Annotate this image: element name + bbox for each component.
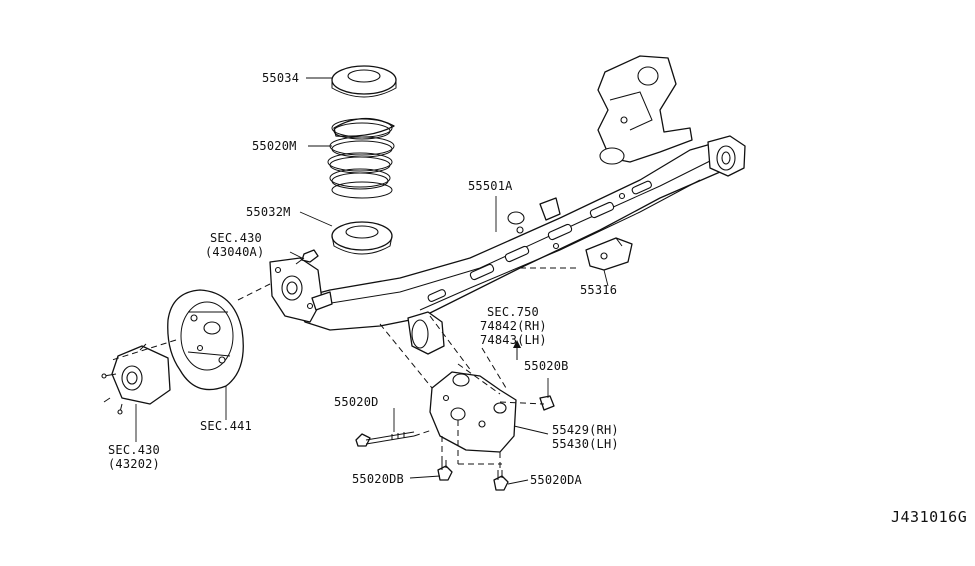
label-55020D: 55020D <box>334 395 379 409</box>
bolt-55020D <box>355 431 415 447</box>
arrow-sec750 <box>513 340 521 360</box>
right-trailing-arm <box>597 55 693 165</box>
label-55032M: 55032M <box>246 205 291 219</box>
coil-spring-55020M <box>327 117 395 199</box>
label-sec430-hub-1: SEC.430 <box>108 443 160 457</box>
backing-plate-sec441 <box>167 289 244 391</box>
bolt-55020DB <box>437 460 453 481</box>
label-sec750-1: SEC.750 <box>487 305 539 319</box>
label-sec750-2: 74842(RH) <box>480 319 547 333</box>
bolt-55020B <box>539 395 555 411</box>
label-55020M: 55020M <box>252 139 297 153</box>
label-55020B: 55020B <box>524 359 569 373</box>
label-55501A: 55501A <box>468 179 513 193</box>
label-sec441: SEC.441 <box>200 419 252 433</box>
label-55020DB: 55020DB <box>352 472 404 486</box>
label-sec750-3: 74843(LH) <box>480 333 547 347</box>
bracket-55316 <box>585 237 633 271</box>
label-sec430-top-2: (43040A) <box>205 245 264 259</box>
label-55429: 55429(RH) <box>552 423 619 437</box>
assembly-lines <box>111 267 580 470</box>
diagram-id: J431016G <box>891 508 967 526</box>
hub-sec430 <box>101 343 171 415</box>
label-55316: 55316 <box>580 283 617 297</box>
label-55034: 55034 <box>262 71 299 85</box>
bump-stop-55034 <box>331 65 397 98</box>
bolt-55020DA <box>493 470 509 491</box>
bolt-sec430 <box>295 249 319 265</box>
left-bushing <box>407 311 445 355</box>
label-sec430-top-1: SEC.430 <box>210 231 262 245</box>
left-trailing-arm <box>269 257 333 323</box>
label-sec430-hub-2: (43202) <box>108 457 160 471</box>
label-55020DA: 55020DA <box>530 473 583 487</box>
label-55430: 55430(LH) <box>552 437 619 451</box>
bracket-55429-55430 <box>429 371 517 453</box>
spring-seat-55032M <box>331 221 393 255</box>
right-bushing <box>707 135 746 177</box>
leader-lines <box>135 77 609 485</box>
